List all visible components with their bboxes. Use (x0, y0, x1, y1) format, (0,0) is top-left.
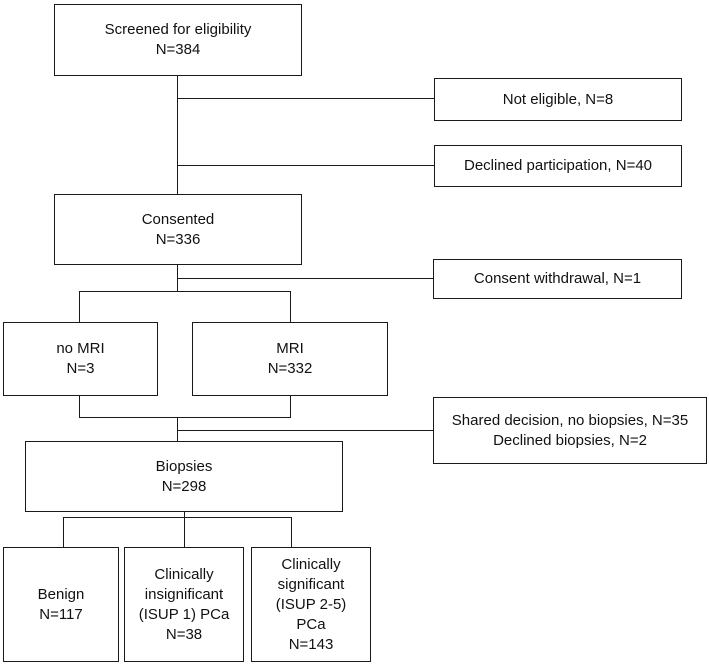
significant-count: N=143 (288, 635, 334, 653)
screened-box: Screened for eligibility N=384 (54, 4, 302, 76)
insignificant-pca-box: Clinically insignificant (ISUP 1) PCa N=… (124, 547, 244, 662)
no-mri-count: N=3 (66, 360, 95, 377)
consented-count: N=336 (155, 230, 201, 248)
consented-title: Consented (141, 210, 215, 228)
connector-from-no-mri (79, 396, 80, 417)
connector-split-outcomes (63, 517, 292, 518)
connector-to-significant (291, 517, 292, 547)
biopsies-count: N=298 (161, 477, 207, 495)
significant-line-3: (ISUP 2-5) (275, 595, 347, 613)
exclusions-line-1: Shared decision, no biopsies, N=35 (451, 411, 689, 429)
mri-count: N=332 (267, 360, 313, 377)
consent-withdrawal-box: Consent withdrawal, N=1 (433, 259, 682, 299)
significant-line-2: significant (277, 575, 345, 593)
not-eligible-text: Not eligible, N=8 (502, 90, 614, 108)
consent-withdrawal-text: Consent withdrawal, N=1 (473, 270, 642, 287)
connector-to-no-mri (79, 291, 80, 322)
connector-split-mri (79, 291, 291, 292)
no-mri-title: no MRI (56, 340, 105, 357)
screened-title: Screened for eligibility (104, 21, 252, 38)
insignificant-line-1: Clinically (154, 565, 214, 583)
exclusions-line-2: Declined biopsies, N=2 (493, 431, 647, 449)
screened-count: N=384 (155, 41, 201, 58)
benign-count: N=117 (39, 605, 83, 623)
connector-to-mri (290, 291, 291, 322)
consented-box: Consented N=336 (54, 194, 302, 265)
not-eligible-box: Not eligible, N=8 (434, 78, 682, 121)
significant-line-4: PCa (296, 615, 326, 633)
connector-screened-to-consented (177, 76, 178, 194)
connector-consent-withdrawal (177, 278, 433, 279)
significant-line-1: Clinically (281, 555, 341, 573)
biopsies-box: Biopsies N=298 (25, 441, 343, 512)
biopsies-title: Biopsies (155, 457, 213, 475)
exclusions-box: Shared decision, no biopsies, N=35 Decli… (433, 397, 707, 464)
connector-to-benign (63, 517, 64, 547)
no-mri-box: no MRI N=3 (3, 322, 158, 396)
mri-title: MRI (276, 340, 304, 357)
benign-box: Benign N=117 (3, 547, 119, 662)
connector-exclusions (177, 430, 434, 431)
insignificant-count: N=38 (165, 625, 203, 643)
connector-from-mri (290, 396, 291, 417)
declined-participation-text: Declined participation, N=40 (463, 157, 653, 174)
connector-declined-participation (177, 165, 434, 166)
connector-to-biopsies (177, 417, 178, 441)
mri-box: MRI N=332 (192, 322, 388, 396)
connector-to-insignificant (184, 512, 185, 547)
connector-not-eligible (177, 98, 434, 99)
insignificant-line-2: insignificant (144, 585, 224, 603)
significant-pca-box: Clinically significant (ISUP 2-5) PCa N=… (251, 547, 371, 662)
declined-participation-box: Declined participation, N=40 (434, 145, 682, 187)
connector-merge-mri (79, 417, 291, 418)
insignificant-line-3: (ISUP 1) PCa (138, 605, 230, 623)
benign-title: Benign (37, 585, 85, 603)
